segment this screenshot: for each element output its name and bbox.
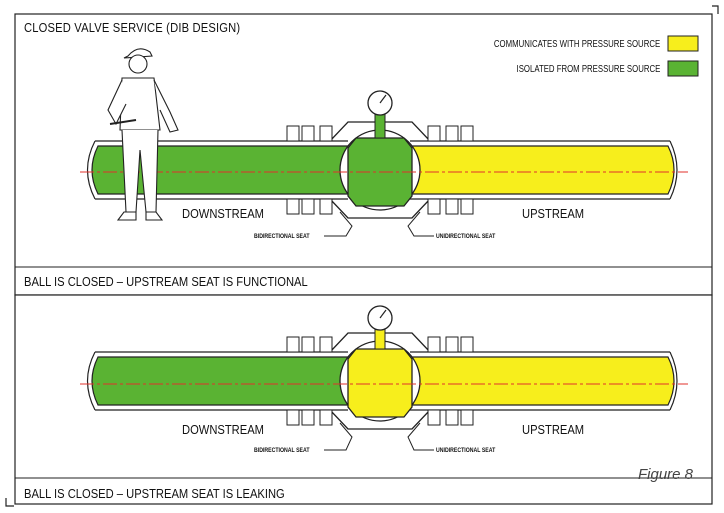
top-caption: BALL IS CLOSED – UPSTREAM SEAT IS FUNCTI… [24,274,308,289]
bottom-valve-assembly [80,305,688,451]
worker-figure-icon [107,48,179,221]
top-upstream-pipe [411,145,675,195]
top-downstream-label: DOWNSTREAM [182,206,264,221]
bottom-downstream-pipe [91,356,349,406]
bottom-upstream-label: UPSTREAM [522,422,585,437]
frame-corner [5,498,14,507]
panel-title: CLOSED VALVE SERVICE (DIB DESIGN) [24,20,241,35]
bottom-flanges [286,336,474,426]
legend-swatch-pressure [667,35,699,52]
top-unidirectional-seat-label: UNIDIRECTIONAL SEAT [436,233,496,240]
bottom-downstream-label: DOWNSTREAM [182,422,264,437]
top-valve-assembly [80,90,688,237]
bottom-unidirectional-seat-label: UNIDIRECTIONAL SEAT [436,447,496,454]
top-flanges [286,125,474,215]
bottom-body-cavity [347,348,413,418]
top-upstream-label: UPSTREAM [522,206,585,221]
bottom-caption: BALL IS CLOSED – UPSTREAM SEAT IS LEAKIN… [24,486,285,501]
bottom-upstream-pipe [411,356,675,406]
legend-label-pressure: COMMUNICATES WITH PRESSURE SOURCE [493,39,660,50]
frame-corner [712,5,719,14]
legend-swatch-isolated [667,60,699,77]
top-bidirectional-seat-label: BIDIRECTIONAL SEAT [254,233,310,240]
bottom-bidirectional-seat-label: BIDIRECTIONAL SEAT [254,447,310,454]
legend-label-isolated: ISOLATED FROM PRESSURE SOURCE [516,64,660,75]
figure-label: Figure 8 [638,466,694,483]
